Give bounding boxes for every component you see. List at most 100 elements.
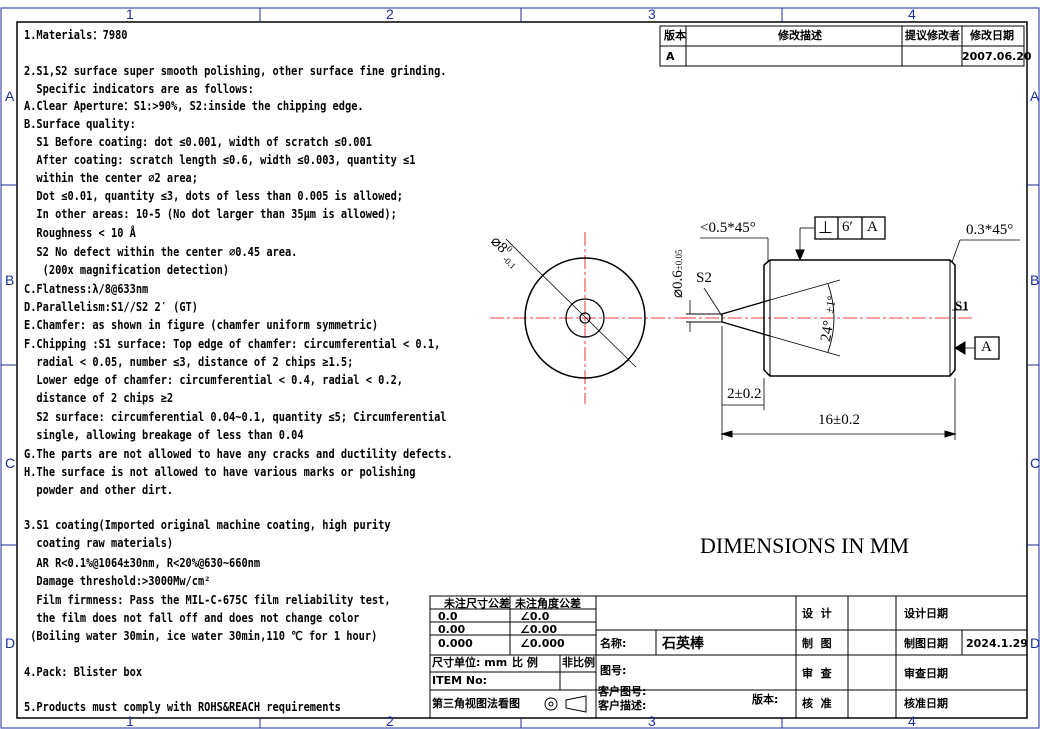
zone-col-2: 2	[386, 6, 394, 22]
note-line: A.Clear Aperture：S1:>90%, S2:inside the …	[24, 99, 364, 113]
note-line: radial < 0.05, number ≤3, distance of 2 …	[24, 355, 354, 369]
rev-row-version: A	[666, 50, 675, 63]
zone-col-1-bottom: 1	[126, 713, 134, 729]
note-line: S2 surface: circumferential 0.04~0.1, qu…	[24, 410, 447, 424]
zone-col-4-bottom: 4	[908, 713, 916, 729]
tol-row-2-angle: ∠0.00	[520, 623, 558, 636]
design-date-label: 设计日期	[904, 607, 948, 620]
zone-row-c: C	[5, 455, 16, 471]
customer-drawing-label: 客户图号:	[598, 685, 647, 698]
zone-row-b-right: B	[1030, 272, 1040, 288]
tol-row-1-linear: 0.0	[438, 610, 458, 623]
chamfer-left-label: <0.5*45°	[700, 220, 756, 236]
draw-date-value: 2024.1.29	[966, 637, 1028, 650]
note-line: In other areas: 10-5 (No dot larger than…	[24, 207, 397, 221]
rev-header-description: 修改描述	[778, 29, 822, 42]
note-line: Lower edge of chamfer: circumferential <…	[24, 373, 404, 387]
note-line: H.The surface is not allowed to have var…	[24, 465, 416, 479]
tol-row-2-linear: 0.00	[438, 623, 466, 636]
note-line: S2 No defect within the center ⌀0.45 are…	[24, 245, 298, 259]
note-line: 1.Materials：7980	[24, 28, 128, 42]
note-line: D.Parallelism:S1//S2 2′ (GT)	[24, 300, 198, 314]
datum-flag-label: A	[981, 339, 992, 355]
note-line: (Boiling water 30min, ice water 30min,11…	[24, 629, 378, 643]
bore-diameter-label: ⌀0.6±0.05	[670, 249, 686, 298]
rev-row-date: 2007.06.20	[962, 50, 1032, 63]
note-line: 3.S1 coating(Imported original machine c…	[24, 518, 391, 532]
customer-desc-label: 客户描述:	[598, 699, 647, 712]
approve-label: 核 准	[802, 697, 832, 710]
surface-s2-label: S2	[696, 270, 712, 286]
tol-angle-header: 未注角度公差	[515, 597, 581, 610]
chamfer-right-label: 0.3*45°	[966, 222, 1014, 238]
surface-s1-label: S1	[955, 298, 969, 313]
note-line: Damage threshold:>3000Mw/cm²	[24, 574, 211, 588]
note-line: After coating: scratch length ≤0.6, widt…	[24, 153, 416, 167]
note-line: AR R<0.1%@1064±30nm, R<20%@630~660nm	[24, 556, 261, 570]
approve-date-label: 核准日期	[904, 697, 948, 710]
note-line: G.The parts are not allowed to have any …	[24, 447, 453, 461]
tol-row-3-angle: ∠0.000	[520, 637, 565, 650]
perpendicularity-symbol: ⊥	[818, 218, 833, 237]
scale-label: 比 例	[512, 656, 538, 669]
zone-col-3: 3	[648, 6, 656, 22]
note-line: 5.Products must comply with ROHS&REACH r…	[24, 700, 341, 714]
side-view	[682, 216, 1020, 440]
note-line: single, allowing breakage of less than 0…	[24, 428, 304, 442]
cone-angle-tol-label: ±1°	[822, 294, 839, 315]
note-line: Specific indicators are as follows:	[24, 82, 254, 96]
zone-row-c-right: C	[1030, 455, 1040, 471]
note-line: 4.Pack: Blister box	[24, 665, 143, 679]
zone-row-d: D	[5, 635, 16, 651]
note-line: powder and other dirt.	[24, 483, 174, 497]
name-label: 名称:	[600, 637, 627, 650]
zone-row-b: B	[5, 272, 15, 288]
perpendicularity-datum: A	[867, 219, 878, 235]
cone-angle-label: 24°	[818, 319, 838, 343]
note-line: C.Flatness:λ/8@633nm	[24, 282, 149, 296]
note-line: F.Chipping :S1 surface: Top edge of cham…	[24, 337, 441, 351]
length-label: 16±0.2	[818, 412, 860, 428]
tol-linear-header: 未注尺寸公差	[444, 597, 510, 610]
zone-row-a-right: A	[1030, 88, 1040, 104]
item-no-label: ITEM No:	[432, 674, 488, 687]
version-label: 版本:	[752, 693, 779, 706]
zone-col-2-bottom: 2	[386, 713, 394, 729]
projection-label: 第三角视图法看图	[432, 697, 520, 710]
draw-date-label: 制图日期	[904, 637, 948, 650]
note-line: Film firmness: Pass the MIL-C-675C film …	[24, 593, 391, 607]
note-line: the film does not fall off and does not …	[24, 611, 360, 625]
rev-header-proposer: 提议修改者	[905, 29, 960, 42]
draw-label: 制 图	[802, 637, 832, 650]
note-line: Dot ≤0.01, quantity ≤3, dots of less tha…	[24, 189, 404, 203]
tol-row-3-linear: 0.000	[438, 637, 473, 650]
rev-header-date: 修改日期	[970, 29, 1014, 42]
note-line: within the center ⌀2 area;	[24, 171, 198, 185]
note-line: 2.S1,S2 surface super smooth polishing, …	[24, 64, 447, 78]
zone-row-a: A	[5, 88, 15, 104]
check-date-label: 审查日期	[904, 667, 948, 680]
unit-label: 尺寸单位: mm	[432, 656, 508, 669]
drawing-no-label: 图号:	[600, 664, 627, 677]
zone-col-3-bottom: 3	[648, 713, 656, 729]
name-value: 石英棒	[662, 636, 704, 652]
note-line: coating raw materials)	[24, 536, 174, 550]
scale-value: 非比例	[562, 656, 595, 669]
units-banner: DIMENSIONS IN MM	[700, 533, 910, 558]
counterbore-depth-label: 2±0.2	[727, 386, 762, 402]
note-line: Roughness < 10 Å	[24, 226, 136, 240]
note-line: E.Chamfer: as shown in figure (chamfer u…	[24, 318, 379, 332]
tol-row-1-angle: ∠0.0	[520, 610, 550, 623]
check-label: 审 查	[802, 667, 832, 680]
note-line: B.Surface quality:	[24, 117, 136, 131]
zone-row-d-right: D	[1030, 635, 1040, 651]
design-label: 设 计	[802, 607, 832, 620]
zone-col-1: 1	[126, 6, 134, 22]
perpendicularity-value: 6′	[842, 219, 853, 235]
note-line: distance of 2 chips ≥2	[24, 391, 174, 405]
note-line: (200x magnification detection)	[24, 263, 230, 277]
note-line: S1 Before coating: dot ≤0.001, width of …	[24, 135, 372, 149]
front-view	[490, 232, 690, 404]
